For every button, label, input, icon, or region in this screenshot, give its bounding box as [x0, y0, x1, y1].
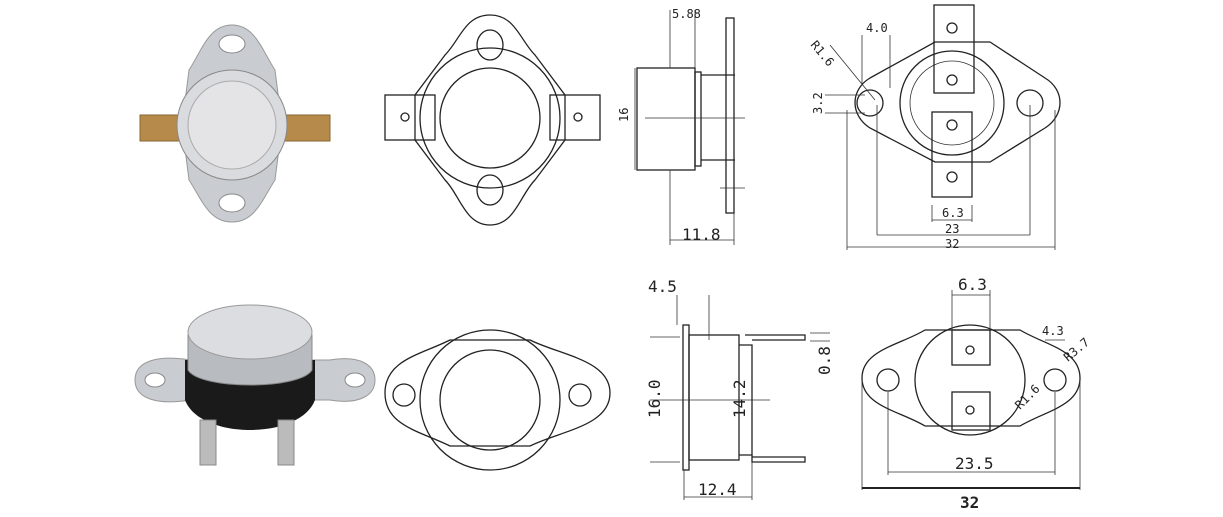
- dim-hole-offset: 4.3: [1042, 324, 1064, 338]
- dim-terminal-width: 6.3: [958, 275, 987, 294]
- top-view-drawing-top: 4.0 R1.6 3.2 6.3 23 32: [808, 4, 1061, 251]
- dim-flange-thickness: 5.88: [672, 7, 701, 21]
- product-photo-bent-terminals: [134, 304, 376, 466]
- dim-hole-height: 3.2: [811, 92, 825, 114]
- dim-terminal-thickness: 0.8: [815, 346, 834, 375]
- dim-flange-length: 32: [960, 493, 979, 512]
- dim-hole-spacing: 23: [945, 222, 959, 236]
- side-view-drawing-top: 5.88 16 11.8: [617, 7, 745, 245]
- dim-hole-spacing: 23.5: [955, 454, 994, 473]
- front-outline-drawing-bottom: [384, 329, 611, 471]
- dim-flange-radius: R3.7: [1061, 335, 1092, 364]
- product-photo-flat-terminals: [139, 24, 331, 223]
- dim-hole-radius: R1.6: [1012, 382, 1042, 412]
- dim-hole-offset: 4.0: [866, 21, 888, 35]
- side-view-drawing-bottom: 4.5 16.0 14.2 0.8 12.4: [645, 277, 834, 500]
- dim-overall-length: 12.4: [698, 480, 737, 499]
- dim-terminal-width: 6.3: [942, 206, 964, 220]
- dim-hole-radius: R1.6: [808, 38, 837, 69]
- dim-body-diameter: 16: [617, 108, 631, 122]
- dim-flange-length: 32: [945, 237, 959, 251]
- front-outline-drawing-top: [384, 14, 601, 226]
- dim-body-diameter: 16.0: [645, 379, 664, 418]
- dim-overall-length: 11.8: [682, 225, 721, 244]
- dim-flange-offset: 4.5: [648, 277, 677, 296]
- top-view-drawing-bottom: 6.3 4.3 R3.7 R1.6 23.5 32: [861, 275, 1092, 512]
- dim-cap-diameter: 14.2: [730, 379, 749, 418]
